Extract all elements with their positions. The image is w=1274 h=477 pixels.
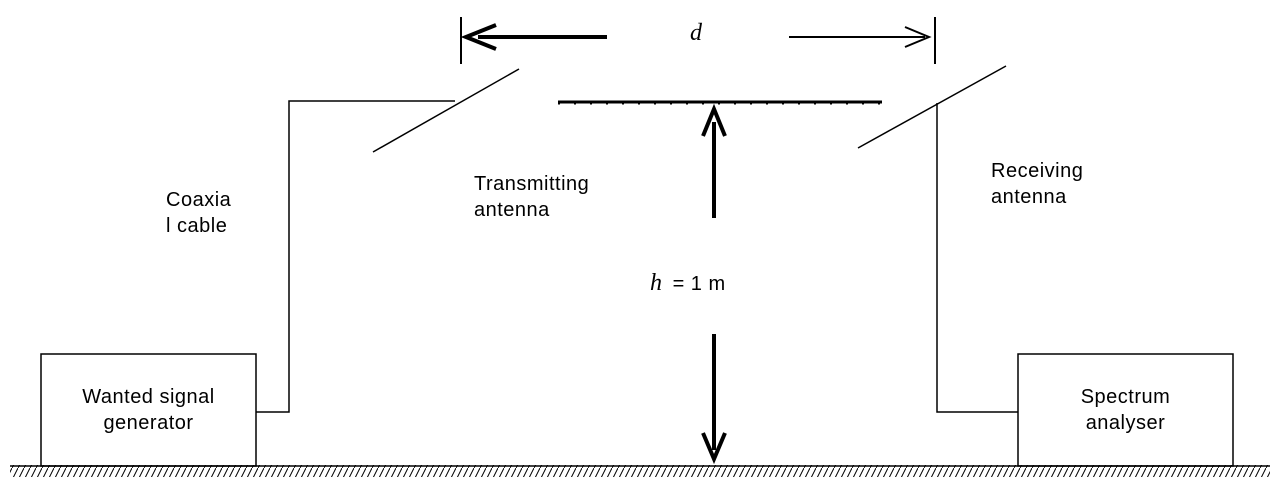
transmitting-antenna xyxy=(372,68,520,153)
distance-label: d xyxy=(690,20,703,46)
receiving-antenna xyxy=(857,65,1007,149)
distance-right-arrowhead xyxy=(904,26,932,48)
signal-generator-label: Wanted signal generator xyxy=(82,386,215,434)
distance-left-arrowhead xyxy=(460,23,497,51)
height-value: = 1 m xyxy=(672,273,726,295)
coaxial-cable xyxy=(256,100,455,413)
spectrum-analyser-label: Spectrum analyser xyxy=(1080,386,1171,434)
ground-plane xyxy=(10,465,1270,477)
height-up-arrowhead xyxy=(701,103,727,137)
receive-cable xyxy=(936,103,1018,413)
height-dimension xyxy=(701,103,727,465)
antennas xyxy=(372,65,1007,153)
reference-line xyxy=(558,100,882,105)
transmitting-antenna-label: Transmitting antenna xyxy=(474,173,590,221)
height-down-arrowhead xyxy=(701,432,727,465)
cables xyxy=(256,100,1018,413)
height-label: h = 1 m xyxy=(650,270,726,297)
distance-dimension xyxy=(460,17,936,64)
coaxial-cable-label: Coaxia l cable xyxy=(166,189,232,237)
spectrum-analyser-box xyxy=(1017,353,1234,467)
height-symbol: h xyxy=(650,270,663,296)
receiving-antenna-label: Receiving antenna xyxy=(991,160,1084,208)
signal-generator-box xyxy=(40,353,257,467)
